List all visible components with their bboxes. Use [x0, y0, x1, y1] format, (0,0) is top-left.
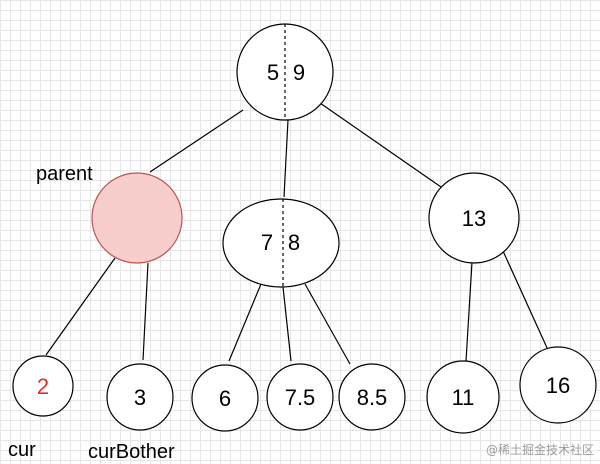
- edge-root-mid: [283, 119, 289, 198]
- edge-mid-85: [304, 283, 351, 365]
- leaf-11-key: 11: [452, 385, 475, 410]
- leaf-8-5-key: 8.5: [357, 385, 388, 410]
- leaf-11: 11: [426, 360, 500, 434]
- right-node-key: 13: [462, 206, 486, 231]
- cur-annotation: cur: [8, 439, 36, 461]
- leaf-6-key: 6: [219, 386, 231, 411]
- edge-mid-6: [228, 283, 262, 362]
- edge-right-16: [502, 250, 549, 351]
- leaf-cur-key: 2: [37, 374, 49, 399]
- root-node: 5 9: [236, 23, 334, 121]
- leaf-7-5-key: 7.5: [285, 385, 316, 410]
- leaf-cur: 2: [12, 355, 74, 417]
- leaf-16-key: 16: [546, 373, 570, 398]
- leaf-8-5: 8.5: [338, 363, 406, 431]
- leaf-cur-brother-key: 3: [134, 385, 146, 410]
- watermark: @稀土掘金技术社区: [485, 443, 594, 457]
- root-key-right: 9: [293, 60, 305, 85]
- cur-brother-annotation: curBother: [88, 441, 175, 463]
- parent-annotation: parent: [36, 163, 93, 185]
- edge-parent-brother: [142, 262, 149, 361]
- edge-root-parent: [149, 109, 244, 173]
- leaf-6: 6: [191, 364, 259, 432]
- parent-node-circle: [91, 172, 183, 264]
- leaf-cur-brother: 3: [106, 363, 174, 431]
- leaf-7-5: 7.5: [266, 363, 334, 431]
- mid-key-left: 7: [261, 230, 273, 255]
- mid-key-right: 8: [288, 230, 300, 255]
- parent-node: [91, 172, 183, 264]
- edge-parent-cur: [45, 257, 116, 356]
- edge-root-right: [319, 102, 442, 188]
- edge-mid-75: [282, 286, 292, 362]
- edge-right-11: [465, 261, 473, 362]
- leaf-16: 16: [519, 346, 597, 424]
- mid-node: 7 8: [222, 198, 340, 288]
- root-key-left: 5: [267, 60, 279, 85]
- right-node: 13: [428, 172, 520, 264]
